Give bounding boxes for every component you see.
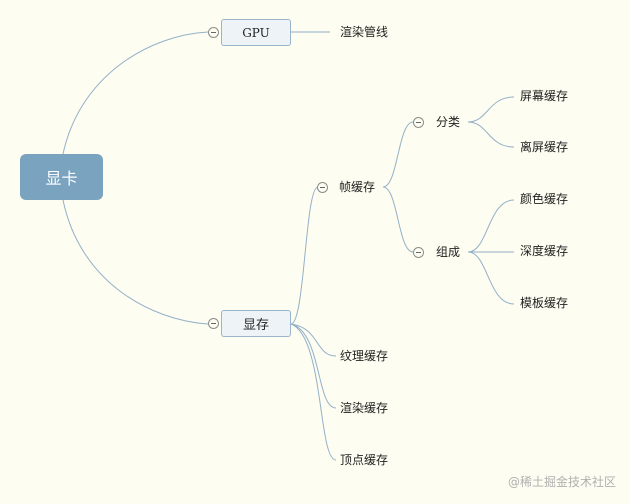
link-memory-render-cache	[290, 323, 337, 409]
vertex-cache-node[interactable]: 顶点缓存	[340, 453, 389, 467]
category-node[interactable]: 分类	[436, 115, 461, 129]
watermark: @稀土掘金技术社区	[507, 475, 616, 489]
offscreen-cache-node[interactable]: 离屏缓存	[520, 140, 569, 154]
color-cache-node[interactable]: 颜色缓存	[520, 192, 569, 206]
link-memory-texture-cache	[290, 323, 337, 357]
memory-node-label: 显存	[242, 318, 269, 333]
memory-node[interactable]: 显存	[221, 310, 291, 337]
collapse-gpu-icon[interactable]	[208, 27, 219, 38]
link-composition-stencil-cache	[467, 251, 515, 305]
screen-cache-node[interactable]: 屏幕缓存	[520, 89, 569, 103]
gpu-node[interactable]: GPU	[221, 19, 291, 46]
render-pipeline-node[interactable]: 渲染管线	[340, 25, 389, 39]
frame-buffer-node[interactable]: 帧缓存	[339, 180, 376, 194]
link-category-screen-cache	[467, 96, 515, 123]
link-category-offscreen-cache	[467, 121, 515, 148]
collapse-composition-icon[interactable]	[413, 247, 424, 258]
texture-cache-node[interactable]: 纹理缓存	[340, 349, 389, 363]
collapse-memory-icon[interactable]	[208, 318, 219, 329]
root-node-label: 显卡	[45, 169, 78, 188]
root-node[interactable]: 显卡	[20, 154, 103, 200]
composition-node[interactable]: 组成	[436, 245, 461, 259]
stencil-cache-node[interactable]: 模板缓存	[520, 296, 569, 310]
link-frame-buffer-category	[382, 121, 414, 188]
link-composition-color-cache	[467, 199, 515, 253]
gpu-node-label: GPU	[242, 25, 270, 40]
depth-cache-node[interactable]: 深度缓存	[520, 244, 569, 258]
link-root-gpu	[62, 31, 209, 155]
link-root-memory	[62, 199, 209, 325]
collapse-frame-buffer-icon[interactable]	[317, 182, 328, 193]
link-memory-vertex-cache	[290, 323, 337, 461]
link-frame-buffer-composition	[382, 186, 414, 253]
render-cache-node[interactable]: 渲染缓存	[340, 401, 389, 415]
collapse-category-icon[interactable]	[413, 117, 424, 128]
link-memory-frame-buffer	[290, 186, 319, 325]
